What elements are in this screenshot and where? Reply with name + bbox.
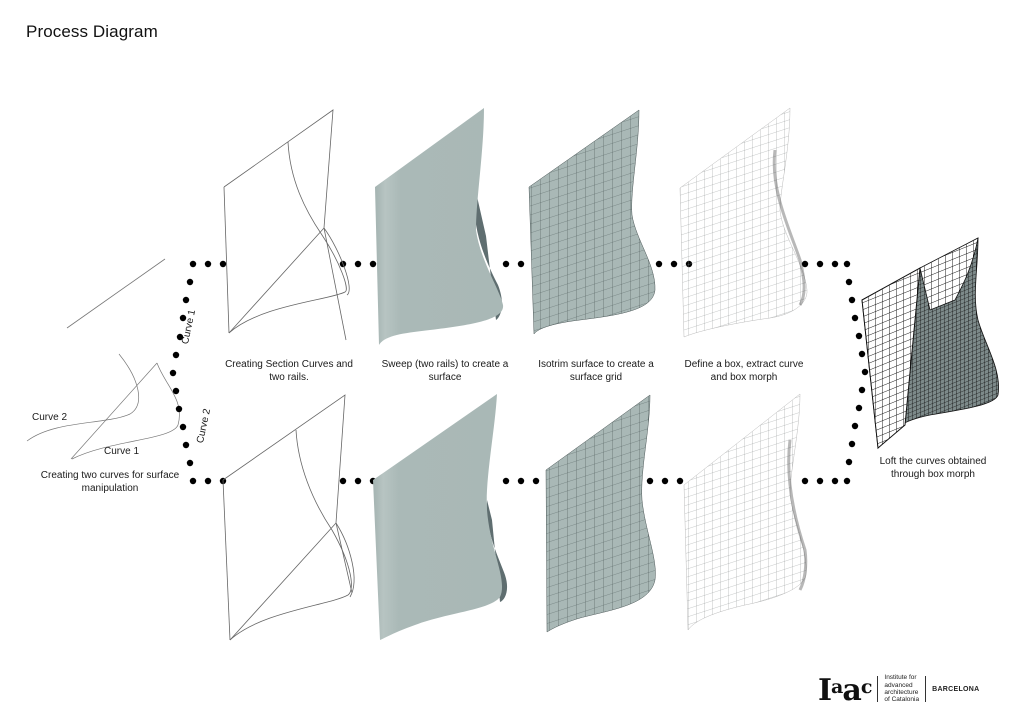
dotted-connector-top-row	[339, 260, 851, 268]
caption-line: surface	[428, 372, 462, 383]
iaac-logo-mark: Iaac	[818, 673, 873, 708]
logo-letter-a1: a	[831, 676, 843, 698]
section-curves-drawing-top	[223, 109, 350, 341]
curve-2-line	[26, 353, 139, 442]
logo-line: of Catalonia	[884, 696, 920, 704]
isotrim-grid-surface-top	[528, 109, 656, 335]
caption-section-curves: Creating Section Curves and two rails.	[214, 358, 364, 384]
isotrim-grid-surface-bottom	[545, 394, 656, 633]
caption-line: Creating Section Curves and	[225, 359, 353, 370]
box-morph-wireframe-top	[679, 107, 808, 338]
caption-line: Define a box, extract curve	[684, 359, 804, 370]
logo-line: Institute for	[884, 674, 917, 682]
logo-letter-i: I	[818, 673, 832, 708]
caption-line: Sweep (two rails) to create a	[381, 359, 509, 370]
caption-line: through box morph	[891, 469, 975, 480]
dotted-connector-top-left	[169, 260, 227, 395]
caption-sweep: Sweep (two rails) to create a surface	[370, 358, 520, 384]
loft-result-drawing	[861, 237, 1000, 450]
logo-letter-c: c	[860, 676, 873, 698]
caption-line: Isotrim surface to create a	[538, 359, 654, 370]
caption-line: two rails.	[269, 372, 309, 383]
box-morph-wireframe-bottom	[683, 393, 808, 631]
dotted-connector-bottom-left	[175, 405, 227, 485]
input-curves-drawing	[26, 258, 180, 460]
straight-curve-line	[66, 258, 166, 329]
diagonal-rail-line	[70, 362, 158, 460]
sweep-surface-bottom	[373, 394, 508, 640]
sweep-surface-top	[375, 108, 504, 345]
logo-institute-text: Institute for advanced architecture of C…	[884, 674, 919, 704]
dotted-connector-right	[845, 278, 869, 466]
curve-1-input-label: Curve 1	[104, 446, 140, 457]
caption-line: and box morph	[710, 372, 778, 383]
caption-box-morph: Define a box, extract curve and box morp…	[669, 358, 819, 384]
logo-divider	[877, 676, 879, 702]
caption-line: Creating two curves for surface	[40, 470, 180, 481]
logo-line: architecture	[884, 689, 919, 696]
curve-2-input-label: Curve 2	[32, 412, 68, 423]
curve-1-line	[71, 362, 180, 460]
page-title: Process Diagram	[26, 22, 158, 41]
logo-city: BARCELONA	[932, 685, 980, 693]
logo-line: advanced	[884, 681, 913, 689]
logo-divider	[925, 676, 927, 702]
section-curves-drawing-bottom	[222, 394, 355, 641]
caption-line: surface grid	[569, 372, 623, 383]
dotted-connector-bottom-row	[339, 477, 851, 485]
caption-line: Loft the curves obtained	[879, 456, 987, 467]
caption-loft: Loft the curves obtained through box mor…	[858, 455, 1008, 481]
caption-isotrim: Isotrim surface to create a surface grid	[521, 358, 671, 384]
iaac-logo: Iaac Institute for advanced architecture…	[818, 673, 980, 708]
caption-input-curves: Creating two curves for surface manipula…	[20, 469, 200, 495]
caption-line: manipulation	[81, 483, 139, 494]
